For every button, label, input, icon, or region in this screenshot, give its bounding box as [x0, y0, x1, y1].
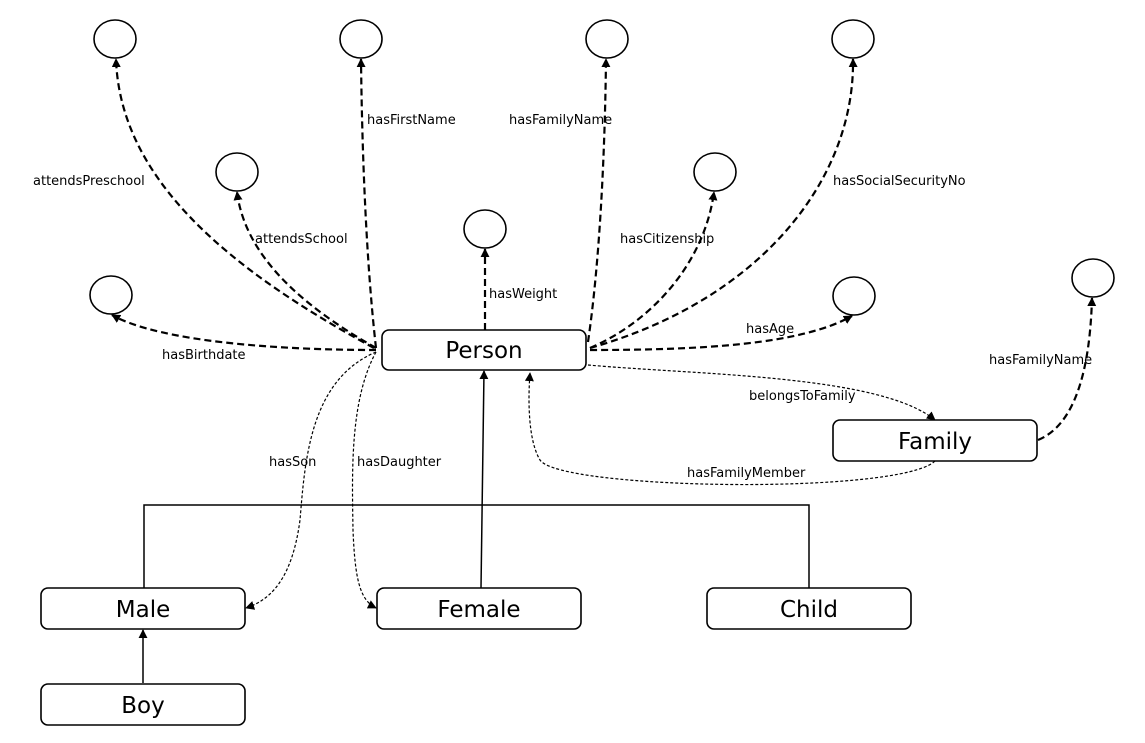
node-boy-label: Boy	[121, 693, 164, 719]
label-has-social-security-no: hasSocialSecurityNo	[833, 174, 966, 189]
edge-belongs-to-family	[587, 364, 936, 421]
node-male-label: Male	[116, 597, 170, 623]
node-person-label: Person	[445, 338, 522, 364]
edge-has-family-name	[586, 58, 611, 343]
label-has-family-name: hasFamilyName	[509, 113, 612, 128]
node-family	[832, 419, 1038, 462]
edge-has-social-security-no	[589, 58, 858, 350]
label-has-age: hasAge	[746, 322, 794, 337]
edge-has-family-member	[524, 372, 936, 486]
label-has-first-name: hasFirstName	[367, 113, 456, 128]
hierarchy-bar	[143, 504, 810, 588]
label-family-has-family-name: hasFamilyName	[989, 353, 1092, 368]
node-family-label: Family	[898, 429, 972, 455]
node-boy	[40, 683, 246, 726]
edge-female-subclass-of-person	[479, 370, 489, 589]
label-has-family-member: hasFamilyMember	[687, 466, 806, 481]
label-has-daughter: hasDaughter	[357, 455, 442, 470]
edge-attends-school	[233, 191, 377, 349]
literal-circle-school	[215, 152, 259, 192]
label-has-citizenship: hasCitizenship	[620, 232, 714, 247]
label-attends-school: attendsSchool	[255, 232, 348, 247]
edge-has-daughter	[351, 351, 377, 609]
label-attends-preschool: attendsPreschool	[33, 174, 145, 189]
edge-has-first-name	[356, 58, 378, 349]
literal-circle-birthdate	[89, 275, 133, 315]
label-belongs-to-family: belongsToFamily	[749, 389, 856, 404]
literal-circle-preschool	[93, 19, 137, 59]
node-female	[376, 587, 582, 630]
literal-circle-citizenship	[693, 152, 737, 192]
literal-circle-family-name	[585, 19, 629, 59]
node-child	[706, 587, 912, 630]
node-person	[381, 329, 587, 371]
edge-has-age	[589, 315, 853, 352]
edge-family-has-family-name	[1037, 297, 1097, 442]
edge-has-citizenship	[589, 191, 718, 350]
label-has-weight: hasWeight	[489, 287, 557, 302]
literal-circle-age	[832, 276, 876, 316]
literal-circle-family-family-name	[1071, 258, 1115, 298]
literal-circle-first-name	[339, 19, 383, 59]
node-child-label: Child	[780, 597, 838, 623]
edge-has-son	[245, 351, 377, 610]
edge-attends-preschool	[111, 58, 375, 349]
edge-has-birthdate	[111, 314, 377, 352]
literal-circle-social-security	[831, 19, 875, 59]
node-female-label: Female	[437, 597, 520, 623]
label-has-birthdate: hasBirthdate	[162, 348, 246, 363]
node-male	[40, 587, 246, 630]
label-has-son: hasSon	[269, 455, 316, 470]
literal-circle-weight	[463, 209, 507, 249]
